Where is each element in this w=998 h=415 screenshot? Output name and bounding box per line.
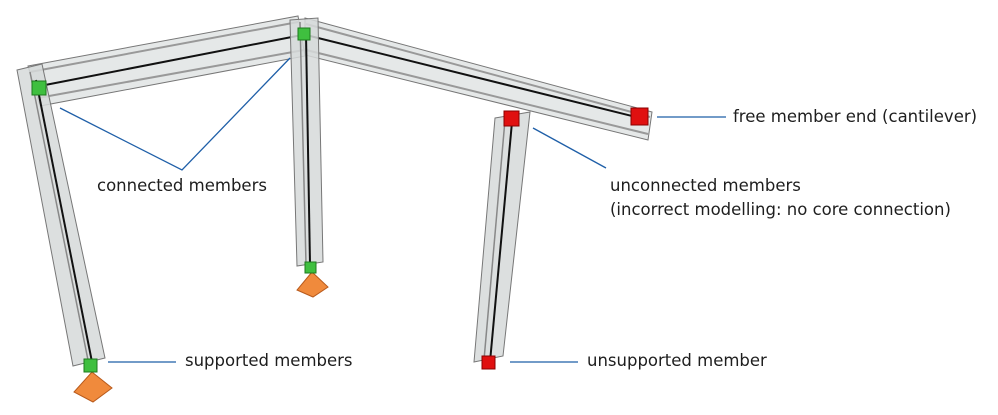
left-beam: [27, 15, 306, 107]
leader-connected: [59, 57, 291, 171]
connected-node-left-top: [31, 80, 47, 96]
support-left: [73, 371, 113, 403]
support-middle: [296, 271, 329, 298]
label-connected-members: connected members: [97, 176, 267, 195]
connected-node-middle-top: [297, 27, 311, 41]
unsupported-node: [481, 355, 496, 370]
label-supported-members: supported members: [185, 351, 353, 370]
right-beam: [304, 17, 653, 141]
label-unconnected-note: (incorrect modelling: no core connection…: [610, 200, 951, 219]
unconnected-node-top: [503, 110, 520, 127]
label-unsupported-member: unsupported member: [587, 351, 767, 370]
left-column: [16, 63, 106, 367]
label-free-member-end: free member end (cantilever): [733, 107, 978, 126]
middle-column: [289, 17, 324, 267]
free-end-node: [630, 107, 649, 126]
label-unconnected-members: unconnected members: [610, 176, 801, 195]
connected-node-middle-bottom: [304, 261, 317, 274]
right-column: [473, 111, 531, 363]
connected-node-left-bottom: [83, 358, 98, 373]
leader-unconnected: [532, 127, 607, 169]
leader-lines: [59, 57, 726, 363]
